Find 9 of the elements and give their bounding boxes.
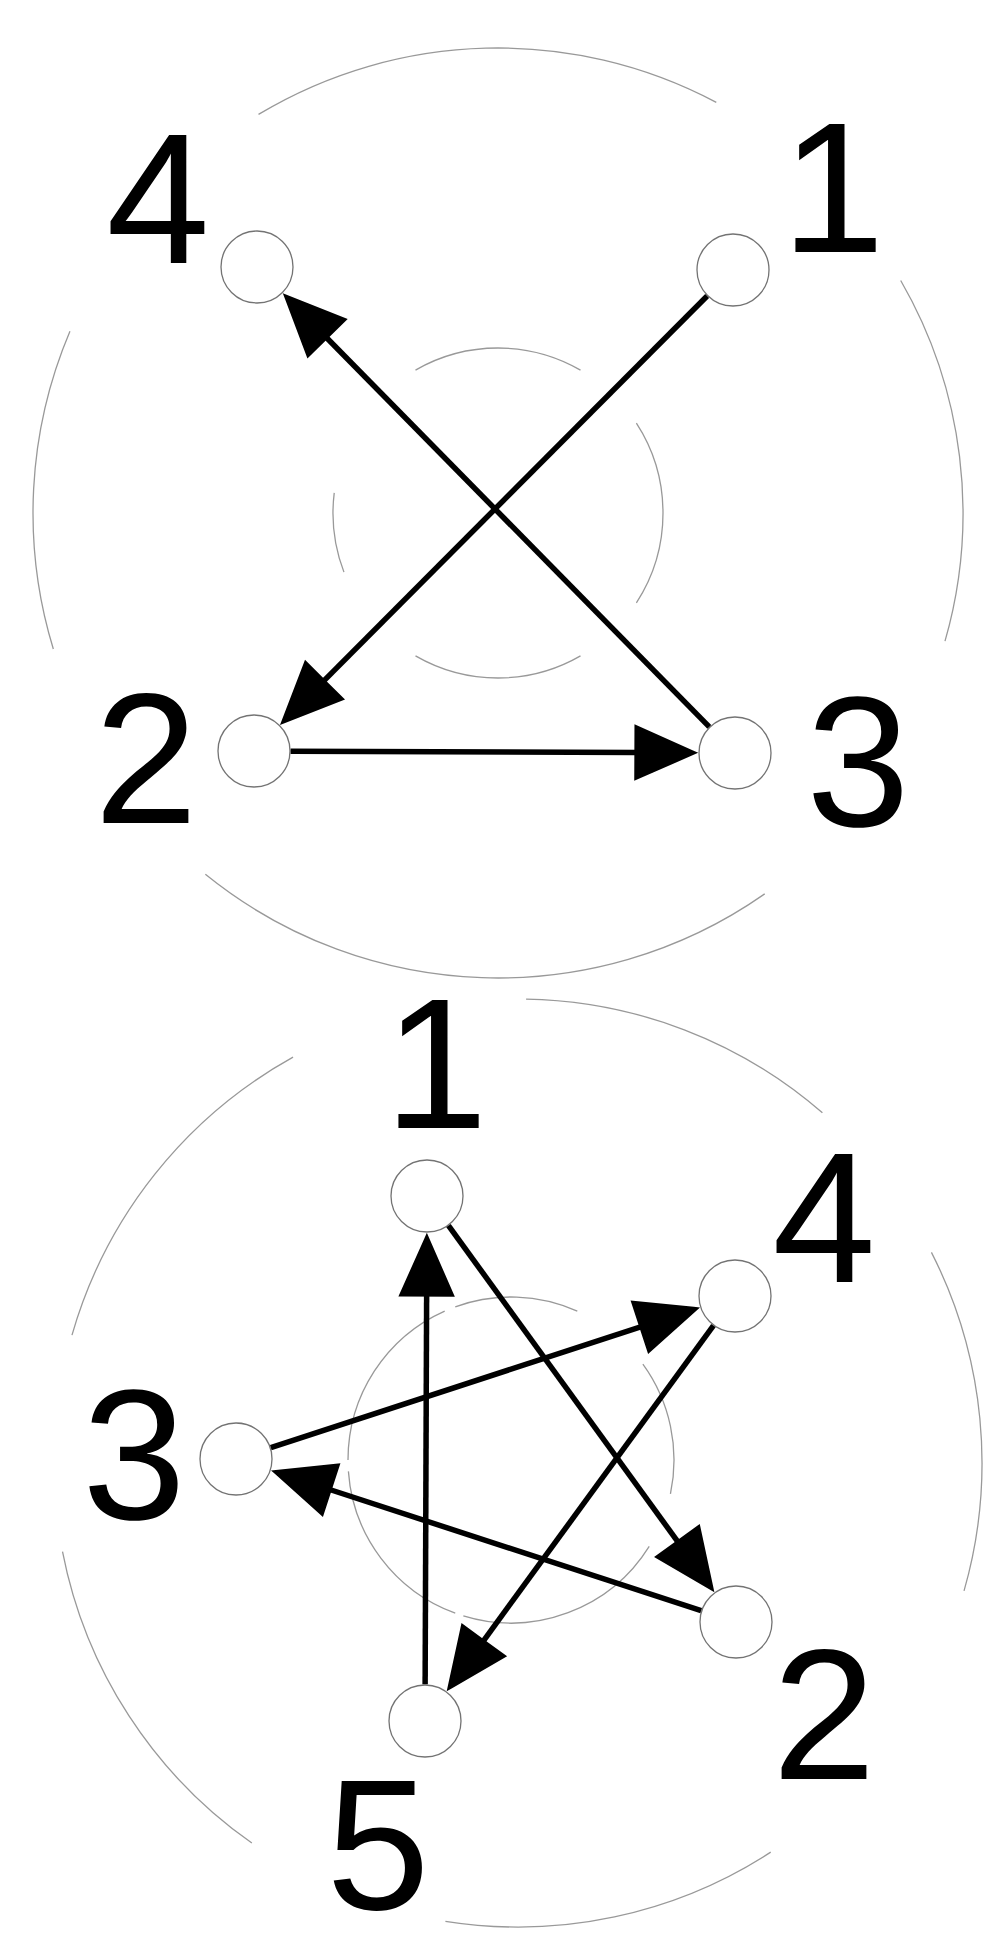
node-number: 3 [89,1389,178,1521]
node-number: 3 [813,696,902,828]
node-number: 2 [103,693,189,823]
node-number: 4 [776,1154,871,1282]
node-number: 4 [110,135,205,263]
node-number: 1 [795,124,876,252]
node-number: 5 [333,1781,422,1911]
node-number: 1 [398,1000,479,1128]
node-number: 2 [781,1649,867,1779]
